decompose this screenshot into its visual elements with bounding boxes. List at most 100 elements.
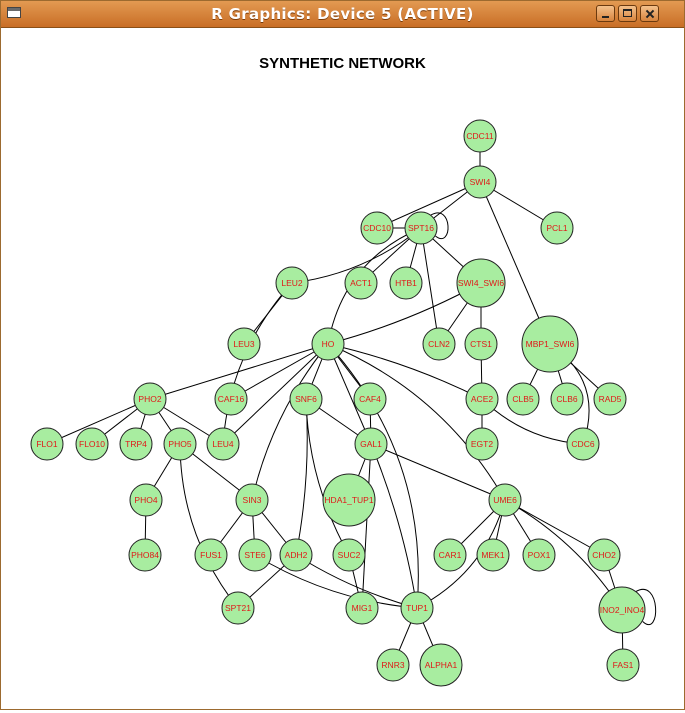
node-pho84: PHO84 xyxy=(128,538,162,572)
edge-ume6-tup1 xyxy=(416,499,506,609)
title-bar[interactable]: R Graphics: Device 5 (ACTIVE) xyxy=(1,1,684,28)
node-circle xyxy=(289,382,323,416)
node-label: LEU3 xyxy=(233,339,255,349)
node-htb1: HTB1 xyxy=(389,266,423,300)
node-circle xyxy=(606,648,640,682)
node-circle xyxy=(540,211,574,245)
node-circle xyxy=(279,538,313,572)
edge-ho-leu4 xyxy=(222,343,329,445)
node-snf6: SNF6 xyxy=(289,382,323,416)
node-circle xyxy=(463,119,497,153)
node-car1: CAR1 xyxy=(433,538,467,572)
node-leu2: LEU2 xyxy=(275,266,309,300)
node-circle xyxy=(332,538,366,572)
node-label: GAL1 xyxy=(360,439,382,449)
node-label: SNF6 xyxy=(295,394,317,404)
node-circle xyxy=(354,427,388,461)
node-circle xyxy=(206,427,240,461)
node-label: HDA1_TUP1 xyxy=(324,495,373,505)
node-label: PCL1 xyxy=(546,223,568,233)
window-title: R Graphics: Device 5 (ACTIVE) xyxy=(211,5,474,23)
node-swi4: SWI4 xyxy=(463,165,497,199)
node-circle xyxy=(344,266,378,300)
node-pho2: PHO2 xyxy=(133,382,167,416)
node-label: MIG1 xyxy=(352,603,373,613)
node-circle xyxy=(587,538,621,572)
node-label: PHO5 xyxy=(168,439,191,449)
node-label: ALPHA1 xyxy=(425,660,458,670)
close-button[interactable] xyxy=(640,5,659,22)
node-label: ADH2 xyxy=(285,550,308,560)
node-label: FAS1 xyxy=(613,660,634,670)
node-ste6: STE6 xyxy=(238,538,272,572)
node-mbp1-swi6: MBP1_SWI6 xyxy=(521,315,579,373)
node-label: FUS1 xyxy=(200,550,222,560)
node-circle xyxy=(75,427,109,461)
node-label: CAR1 xyxy=(439,550,462,560)
node-label: CHO2 xyxy=(592,550,616,560)
node-pcl1: PCL1 xyxy=(540,211,574,245)
node-label: LEU2 xyxy=(281,278,303,288)
node-pho5: PHO5 xyxy=(163,427,197,461)
node-swi4-swi6: SWI4_SWI6 xyxy=(456,258,506,308)
node-label: RNR3 xyxy=(381,660,404,670)
edge-leu2-leu4 xyxy=(222,282,293,445)
node-circle xyxy=(360,211,394,245)
edge-ho-pho2 xyxy=(149,343,329,400)
node-circle xyxy=(194,538,228,572)
node-label: STE6 xyxy=(244,550,266,560)
node-circle xyxy=(311,327,345,361)
node-spt21: SPT21 xyxy=(221,591,255,625)
node-circle xyxy=(419,643,463,687)
node-label: PHO2 xyxy=(138,394,161,404)
node-trp4: TRP4 xyxy=(119,427,153,461)
node-ume6: UME6 xyxy=(488,483,522,517)
node-label: CAF4 xyxy=(359,394,381,404)
node-label: SIN3 xyxy=(243,495,262,505)
node-suc2: SUC2 xyxy=(332,538,366,572)
close-icon xyxy=(641,6,658,21)
edge-spt16-spt16 xyxy=(430,212,449,239)
node-label: MBP1_SWI6 xyxy=(526,339,575,349)
plot-title: SYNTHETIC NETWORK xyxy=(259,55,426,72)
node-label: CDC10 xyxy=(363,223,391,233)
node-circle xyxy=(163,427,197,461)
maximize-button[interactable] xyxy=(618,5,637,22)
node-label: CLB6 xyxy=(556,394,578,404)
node-circle xyxy=(465,382,499,416)
node-sin3: SIN3 xyxy=(235,483,269,517)
edge-ho-tup1 xyxy=(327,343,419,609)
node-label: HO xyxy=(322,339,335,349)
node-label: TUP1 xyxy=(406,603,428,613)
node-label: SPT21 xyxy=(225,603,251,613)
node-label: HTB1 xyxy=(395,278,417,288)
node-ho: HO xyxy=(311,327,345,361)
node-cln2: CLN2 xyxy=(422,327,456,361)
node-circle xyxy=(221,591,255,625)
edge-ste6-tup1 xyxy=(254,554,418,609)
node-circle xyxy=(353,382,387,416)
edge-ino2_ino4-ino2_ino4 xyxy=(635,588,657,625)
node-adh2: ADH2 xyxy=(279,538,313,572)
node-cdc11: CDC11 xyxy=(463,119,497,153)
node-circle xyxy=(598,586,646,634)
node-label: POX1 xyxy=(528,550,551,560)
window-app-icon[interactable] xyxy=(7,7,21,18)
node-flo10: FLO10 xyxy=(75,427,109,461)
node-circle xyxy=(30,427,64,461)
node-circle xyxy=(522,538,556,572)
minimize-button[interactable] xyxy=(596,5,615,22)
node-cho2: CHO2 xyxy=(587,538,621,572)
edge-snf6-adh2 xyxy=(295,398,308,556)
node-caf16: CAF16 xyxy=(214,382,248,416)
edge-ho-ume6 xyxy=(327,343,506,501)
node-circle xyxy=(422,327,456,361)
node-rad5: RAD5 xyxy=(593,382,627,416)
edge-gal1-ume6 xyxy=(370,443,506,501)
node-circle xyxy=(129,483,163,517)
node-circle xyxy=(119,427,153,461)
node-act1: ACT1 xyxy=(344,266,378,300)
